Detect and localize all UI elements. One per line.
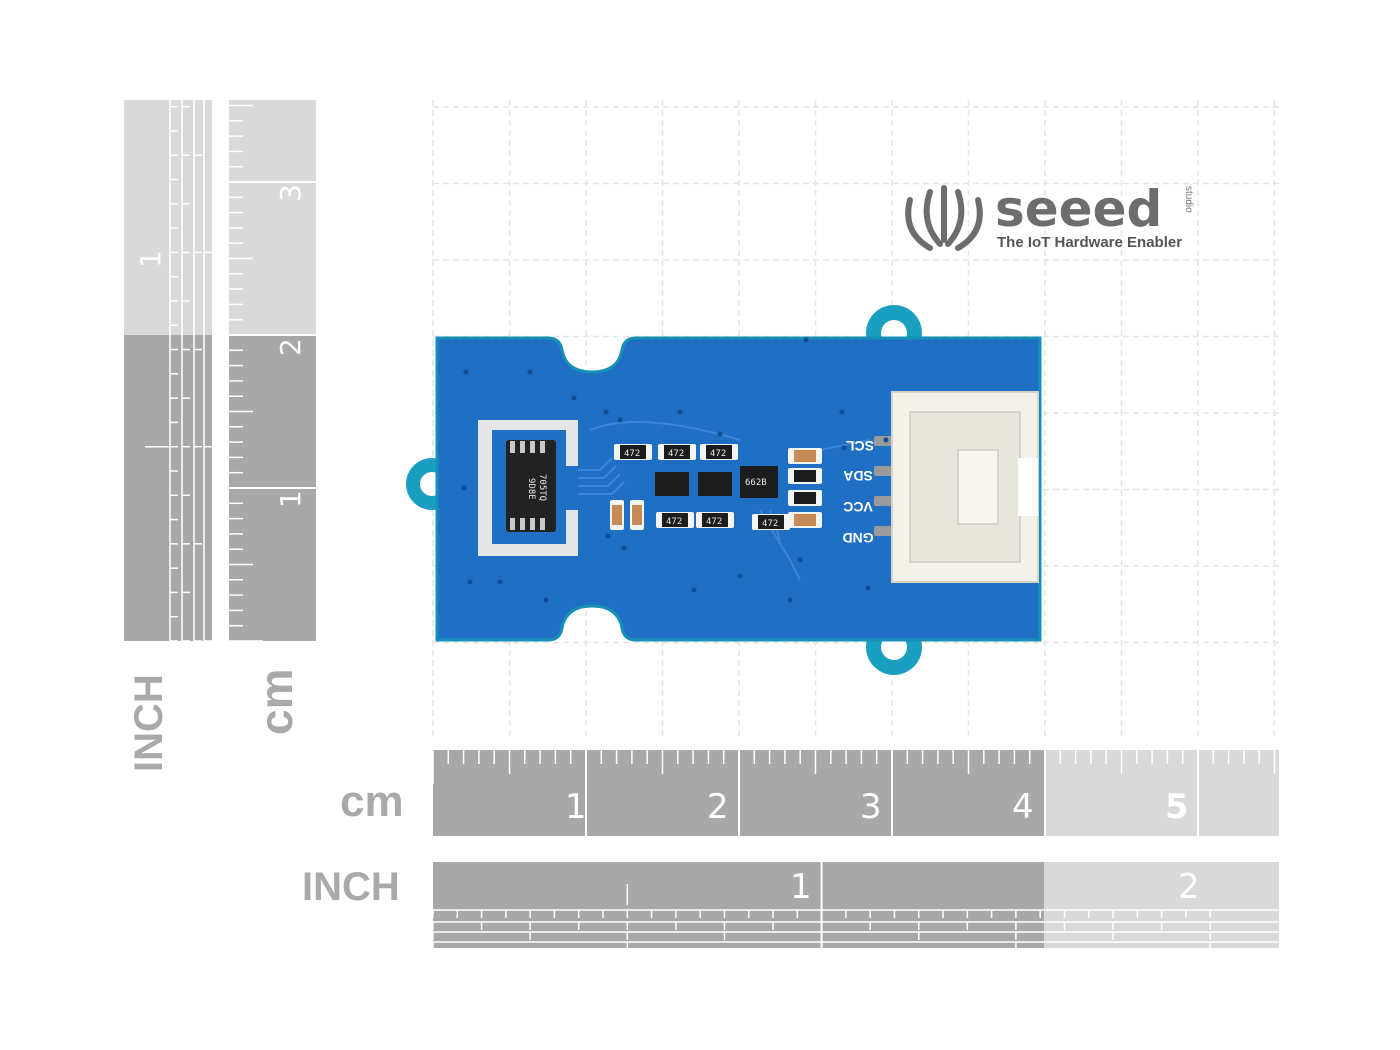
resistor-top-2-code: 472 bbox=[668, 449, 684, 459]
vertical-cm-ruler: 3 2 1 bbox=[229, 100, 316, 642]
sensor-marking-1: 9D8E bbox=[526, 478, 536, 500]
vertical-cm-label: cm bbox=[250, 669, 302, 735]
sensor-chip bbox=[506, 440, 556, 532]
seeed-emblem-icon bbox=[905, 185, 983, 251]
vertical-cm-number-3: 3 bbox=[274, 184, 307, 202]
resistor-top-1-code: 472 bbox=[624, 449, 640, 459]
resistor-bottom-2: 472 bbox=[696, 512, 734, 528]
regulator-chip bbox=[740, 466, 778, 498]
horizontal-inch-number-2: 2 bbox=[1178, 867, 1200, 907]
vertical-inch-ruler: 1 bbox=[124, 100, 212, 642]
vertical-cm-number-2: 2 bbox=[274, 338, 307, 356]
resistor-bottom-2-code: 472 bbox=[706, 517, 722, 527]
horizontal-cm-label: cm bbox=[340, 777, 404, 826]
vertical-inch-label: INCH bbox=[127, 674, 171, 772]
resistor-bottom-3: 472 bbox=[752, 514, 790, 530]
horizontal-inch-number-1: 1 bbox=[790, 867, 812, 907]
pin-label-sda: SDA bbox=[843, 468, 873, 484]
regulator-code: 662B bbox=[745, 478, 767, 488]
horizontal-cm-number-3: 3 bbox=[860, 787, 882, 827]
seeed-logo: seeed studio The IoT Hardware Enabler bbox=[905, 180, 1194, 251]
resistor-bottom-1-code: 472 bbox=[666, 517, 682, 527]
resistor-top-3: 472 bbox=[700, 444, 738, 460]
horizontal-cm-number-1: 1 bbox=[565, 787, 587, 827]
pin-label-scl: SCL bbox=[846, 438, 874, 454]
resistor-bottom-3-code: 472 bbox=[762, 519, 778, 529]
horizontal-cm-number-4: 4 bbox=[1012, 787, 1034, 827]
grove-connector bbox=[891, 391, 1039, 583]
brand-tagline: The IoT Hardware Enabler bbox=[997, 234, 1182, 251]
horizontal-inch-label: INCH bbox=[302, 865, 400, 909]
resistor-bottom-1: 472 bbox=[656, 512, 694, 528]
brand-sub: studio bbox=[1183, 186, 1194, 213]
brand-name: seeed bbox=[995, 180, 1162, 238]
resistor-top-3-code: 472 bbox=[710, 449, 726, 459]
capacitors bbox=[610, 448, 822, 530]
sensor-marking-2: 705TQ bbox=[537, 474, 547, 501]
horizontal-inch-ruler: 1 2 bbox=[432, 862, 1279, 950]
resistor-top-2: 472 bbox=[658, 444, 696, 460]
sensor-pad bbox=[478, 420, 578, 556]
pin-label-gnd: GND bbox=[842, 530, 873, 546]
pin-label-vcc: VCC bbox=[843, 499, 873, 515]
resistor-top-1: 472 bbox=[614, 444, 652, 460]
horizontal-cm-number-5: 5 bbox=[1165, 787, 1189, 827]
vertical-inch-number: 1 bbox=[134, 250, 167, 268]
pcb bbox=[435, 336, 1042, 642]
horizontal-cm-ruler: 1 2 3 4 5 bbox=[432, 750, 1279, 836]
transistor-1 bbox=[655, 472, 689, 496]
horizontal-cm-number-2: 2 bbox=[707, 787, 729, 827]
vertical-cm-number-1: 1 bbox=[274, 490, 307, 508]
transistor-2 bbox=[698, 472, 732, 496]
